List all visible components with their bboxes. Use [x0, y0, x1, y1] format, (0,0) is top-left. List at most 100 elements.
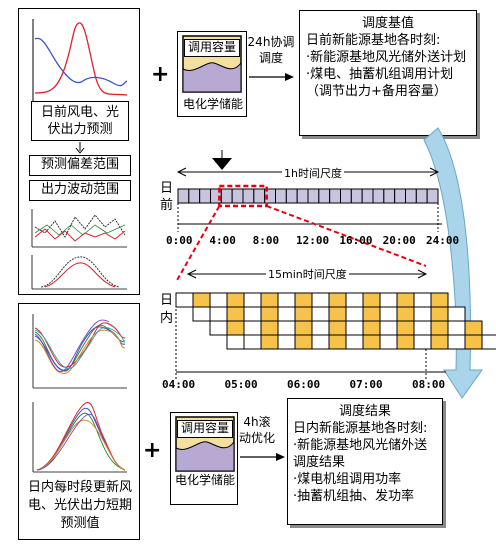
intraday-row-label: 日内: [160, 292, 176, 328]
day-ahead-title: 调度基值: [361, 16, 414, 31]
intraday-forecast-chart-2: [32, 402, 127, 473]
quarter-hour-cell: [209, 306, 228, 322]
hour-cell: [350, 188, 363, 204]
quarter-hour-cell: [413, 334, 432, 350]
quarter-hour-cell: [243, 306, 262, 322]
quarter-hour-cell: [260, 334, 279, 350]
quarter-hour-cell: [447, 306, 466, 322]
down-arrow-icon: [75, 142, 85, 154]
quarter-hour-cell: [311, 334, 330, 350]
quarter-hour-scale-label: 15min时间尺度: [266, 266, 349, 282]
quarter-hour-cell: [192, 306, 211, 322]
quarter-hour-cell: [243, 320, 262, 336]
day-ahead-forecast-label: 日前风电、光伏出力预测: [31, 101, 129, 141]
quarter-hour-cell: [260, 292, 279, 308]
hourly-scale-label: 1h时间尺度: [282, 165, 344, 181]
quarter-hour-cell: [294, 306, 313, 322]
quarter-hour-cell: [277, 306, 296, 322]
quarter-hour-cell: [260, 320, 279, 336]
tick-label: 20:00: [382, 234, 416, 247]
intraday-update-forecast-label: 日内每时段更新风电、光伏出力短期预测值: [27, 480, 132, 531]
tick-label: 8:00: [252, 234, 280, 247]
quarter-hour-cell: [413, 306, 432, 322]
quarter-hour-cell: [379, 306, 398, 322]
day-ahead-dispatch-box: 调度基值 日前新能源基地各时刻: ·新能源基地风光储外送计划 ·煤电、抽蓄机组调…: [299, 10, 477, 136]
hour-cell: [199, 188, 212, 204]
output-fluctuation-range-label: 出力波动范围: [29, 180, 131, 201]
hour-cell: [177, 188, 190, 204]
quarter-hour-cell: [226, 306, 245, 322]
quarter-hour-cell: [175, 292, 194, 308]
quarter-hour-cell: [277, 320, 296, 336]
day-ahead-line-2: ·新能源基地风光储外送计划: [306, 50, 467, 65]
hour-cell: [275, 188, 287, 204]
hour-cell: [329, 188, 341, 204]
quarter-hour-cell: [260, 306, 279, 322]
intraday-line-2: ·新能源基地风光储外送调度结果: [293, 438, 428, 470]
quarter-hour-cell: [464, 334, 483, 350]
right-arrow-icon: [240, 453, 285, 461]
quarter-hour-cell: [294, 334, 313, 350]
quarter-hour-cell: [192, 292, 211, 308]
tick-label: 12:00: [296, 234, 330, 247]
quarter-hour-cell: [328, 334, 347, 350]
hour-cell: [231, 188, 244, 204]
fluctuation-range-chart: [31, 255, 127, 290]
intraday-line-4: ·抽蓄机组抽、发功率: [293, 489, 415, 504]
quarter-hour-cell: [328, 292, 347, 308]
quarter-hour-cell: [243, 334, 262, 350]
down-arrow-icon: [212, 158, 232, 170]
hour-cell: [318, 188, 331, 204]
coordinated-dispatch-arrow-label: 24h协调调度: [247, 35, 295, 65]
tick-label: 06:00: [287, 378, 321, 391]
quarter-hour-cell: [345, 334, 364, 350]
hour-cell: [307, 188, 320, 204]
storage-name-top: 电化学储能: [182, 97, 243, 111]
hour-cell: [372, 188, 385, 204]
intraday-title: 调度结果: [338, 404, 391, 419]
storage-panel-top: 调用容量 电化学储能: [177, 31, 247, 117]
quarter-hour-cell: [447, 334, 466, 350]
quarter-hour-cell: [362, 320, 381, 336]
plus-sign-top: +: [151, 62, 170, 87]
quarter-hour-cell: [396, 320, 415, 336]
quarter-hour-cell: [413, 292, 432, 308]
tick-label: 0:00: [166, 234, 193, 247]
quarter-hour-cell: [464, 320, 483, 336]
quarter-hour-cell: [209, 320, 228, 336]
quarter-hour-cell: [379, 334, 398, 350]
quarter-hour-cell: [328, 306, 347, 322]
storage-capacity-label-top: 调用容量: [184, 39, 240, 57]
left-top-panel: 日前风电、光伏出力预测 预测偏差范围 出力波动范围: [18, 8, 140, 295]
quarter-hour-cell: [209, 292, 228, 308]
storage-capacity-label-bottom: 调用容量: [177, 420, 233, 438]
quarter-hour-cell: [311, 306, 330, 322]
hour-cell: [220, 188, 233, 204]
forecast-deviation-range-label: 预测偏差范围: [29, 155, 131, 176]
quarter-hour-cell: [396, 334, 415, 350]
storage-name-bottom: 电化学储能: [175, 473, 236, 487]
quarter-hour-cell: [430, 334, 449, 350]
deviation-range-chart: [31, 209, 127, 248]
hour-cell: [285, 188, 298, 204]
quarter-hour-cell: [430, 320, 449, 336]
quarter-hour-cell: [226, 334, 245, 350]
feedback-arrow: [423, 127, 483, 399]
hour-cell: [394, 188, 406, 204]
hour-cell: [340, 188, 352, 204]
right-arrow-icon: [249, 73, 294, 81]
tick-label: 07:00: [349, 378, 383, 391]
quarter-hour-cell: [430, 292, 449, 308]
quarter-hour-cell: [311, 320, 330, 336]
quarter-hour-cell: [396, 292, 415, 308]
intraday-dispatch-box: 调度结果 日内新能源基地各时刻: ·新能源基地风光储外送调度结果 ·煤电机组调用…: [287, 398, 443, 525]
quarter-hour-cell: [226, 292, 245, 308]
quarter-hour-cell: [481, 334, 496, 350]
quarter-hour-cell: [345, 306, 364, 322]
tick-label: 24:00: [426, 234, 460, 247]
day-ahead-row-text: 日前: [160, 181, 174, 213]
day-ahead-line-3: ·煤电、抽蓄机组调用计划（调节出力+备用容量）: [306, 67, 454, 99]
quarter-hour-cell: [277, 334, 296, 350]
quarter-hour-cell: [430, 306, 449, 322]
